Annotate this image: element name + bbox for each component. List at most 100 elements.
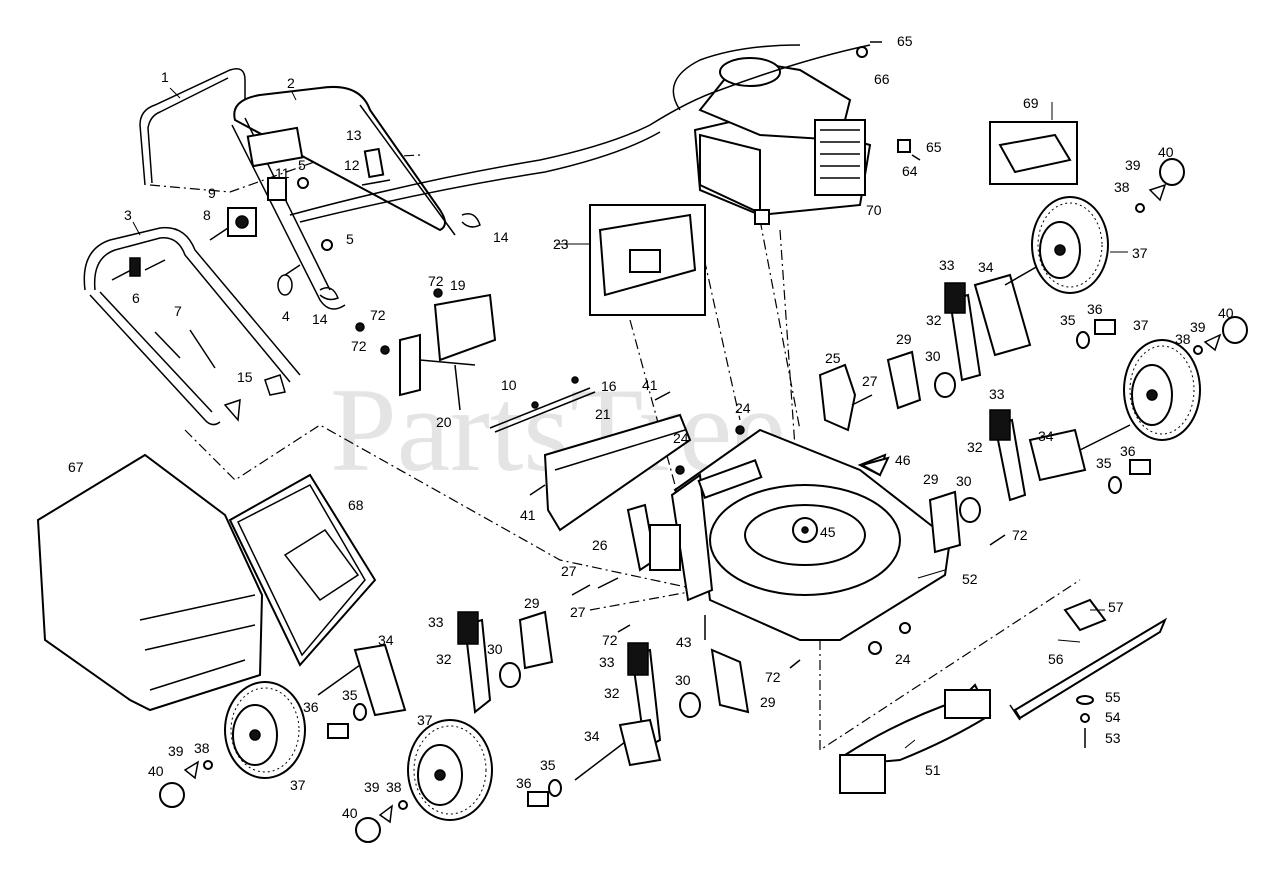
callout-30a: 30 [925,348,941,364]
callout-2: 2 [287,75,295,91]
callout-35c: 35 [342,687,358,703]
callout-33d: 33 [599,654,615,670]
callout-21: 21 [595,406,611,422]
callout-23: 23 [553,236,569,252]
callout-24b: 24 [673,430,689,446]
callout-29d: 29 [760,694,776,710]
callout-36a: 36 [1087,301,1103,317]
callout-66: 66 [874,71,890,87]
callout-72e: 72 [602,632,618,648]
callout-5a: 5 [298,157,306,173]
callout-34a: 34 [978,259,994,275]
callout-25: 25 [825,350,841,366]
callout-40c: 40 [148,763,164,779]
wheel-part-37-bottom[interactable] [407,719,493,821]
callout-4: 4 [282,308,290,324]
callout-32a: 32 [926,312,942,328]
bushings-part-30[interactable] [499,372,981,718]
label-part-46[interactable] [859,456,890,477]
bracket-part-25-26[interactable] [626,363,857,572]
callout-53: 53 [1105,730,1121,746]
bolt-part-43-45[interactable] [704,526,809,640]
knob-part-9[interactable] [209,207,257,241]
bolts-part-27[interactable] [571,394,873,596]
handle-part-2[interactable] [231,86,456,310]
callout-72f: 72 [765,669,781,685]
callout-33c: 33 [428,614,444,630]
callout-57: 57 [1108,599,1124,615]
callout-13: 13 [346,127,362,143]
callout-40a: 40 [1158,144,1174,160]
callout-36b: 36 [1120,443,1136,459]
inset-box-part-69 [989,121,1078,185]
callout-34b: 34 [1038,428,1054,444]
wheel-part-37-top[interactable] [1031,196,1109,294]
callout-5b: 5 [346,231,354,247]
callout-35d: 35 [540,757,556,773]
callout-52: 52 [962,571,978,587]
hardware-part-64-65-66[interactable] [856,41,921,161]
adapter-part-57[interactable] [1063,598,1107,632]
callout-72d: 72 [1012,527,1028,543]
deck-part-52[interactable] [670,428,952,641]
washers-bolts-part-35-36[interactable] [327,319,1151,807]
inset-box-part-23 [589,204,706,316]
callout-38d: 38 [386,779,402,795]
callout-41b: 41 [520,507,536,523]
fasteners-part-53-55[interactable] [1076,695,1094,748]
callout-29a: 29 [896,331,912,347]
bag-frame-part-68[interactable] [228,473,377,667]
lower-handle-part-3[interactable] [83,226,301,426]
callout-37c: 37 [290,777,306,793]
leader-lines [132,87,1128,749]
skirt-part-51[interactable] [839,683,992,794]
callout-7: 7 [174,303,182,319]
callout-65a: 65 [897,33,913,49]
callout-labels: 1 2 3 4 5 5 6 7 8 9 10 11 12 13 14 14 15… [68,33,1234,821]
callout-39a: 39 [1125,157,1141,173]
callout-39c: 39 [168,743,184,759]
callout-26: 26 [592,537,608,553]
callout-14a: 14 [493,229,509,245]
hardware-part-4-5-11-14[interactable] [267,147,481,301]
callout-9: 9 [208,185,216,201]
callout-37d: 37 [417,712,433,728]
bracket-part-19-20[interactable] [355,288,497,411]
wheel-part-37-left[interactable] [224,681,306,779]
grass-bag-part-67[interactable] [36,453,264,712]
callout-27a: 27 [862,373,878,389]
blade-part-56[interactable] [1009,617,1168,721]
clip-part-15[interactable] [223,374,286,422]
callout-45: 45 [820,524,836,540]
bolts-part-6-7[interactable] [111,257,216,369]
callout-69: 69 [1023,95,1039,111]
rod-part-10-16[interactable] [489,376,596,433]
axles-part-34[interactable] [317,261,1131,781]
callout-40d: 40 [342,805,358,821]
screws-part-72[interactable] [617,534,1006,669]
callout-32b: 32 [967,439,983,455]
callout-43: 43 [676,634,692,650]
nuts-part-24[interactable] [675,425,911,655]
engine-part-70[interactable] [693,57,872,225]
callout-1: 1 [161,69,169,85]
callout-32d: 32 [604,685,620,701]
caps-part-38-39-40[interactable] [159,158,1248,843]
wheel-part-37-right[interactable] [1123,339,1201,441]
bolts-part-41[interactable] [529,391,671,496]
upper-handle-part-1[interactable] [139,68,246,186]
callout-38b: 38 [1175,331,1191,347]
rear-flap-part-21[interactable] [543,413,692,532]
callout-40b: 40 [1218,305,1234,321]
callout-32c: 32 [436,651,452,667]
callout-27c: 27 [570,604,586,620]
callout-72a: 72 [428,273,444,289]
callout-14b: 14 [312,311,328,327]
callout-29c: 29 [524,595,540,611]
levers-part-32-33[interactable] [457,282,1027,750]
height-plates-part-29[interactable] [518,350,962,714]
callout-36d: 36 [516,775,532,791]
callout-3: 3 [124,207,132,223]
